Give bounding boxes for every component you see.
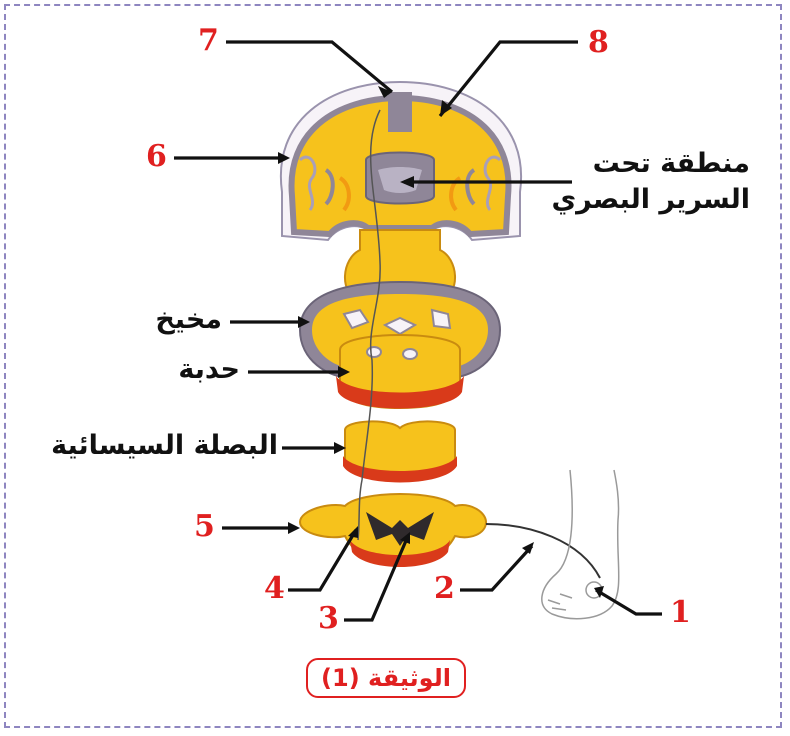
- label-medulla: البصلة السيسائية: [51, 430, 278, 462]
- cerebrum-section: [281, 82, 521, 240]
- spinal-cord-section: [300, 494, 600, 578]
- label-number-6: 6: [146, 142, 167, 172]
- label-number-4: 4: [264, 574, 285, 604]
- document-caption-box: الوثيقة (1): [306, 658, 466, 698]
- document-caption: الوثيقة (1): [321, 664, 451, 692]
- label-pons: حدبة: [178, 354, 240, 386]
- label-number-7: 7: [198, 26, 219, 56]
- label-number-8: 8: [588, 28, 609, 58]
- cerebellum-pons-section: [300, 282, 500, 409]
- label-number-2: 2: [434, 574, 455, 604]
- label-number-5: 5: [194, 512, 215, 542]
- arrowhead-5: [288, 522, 300, 534]
- label-hypothalamus: منطقة تحت السرير البصري: [550, 146, 750, 219]
- medulla-section: [343, 421, 457, 482]
- leader-1: [596, 590, 662, 614]
- label-number-1: 1: [670, 598, 691, 628]
- label-number-3: 3: [318, 604, 339, 634]
- label-cerebellum: مخيخ: [155, 304, 222, 336]
- leader-2: [460, 546, 532, 590]
